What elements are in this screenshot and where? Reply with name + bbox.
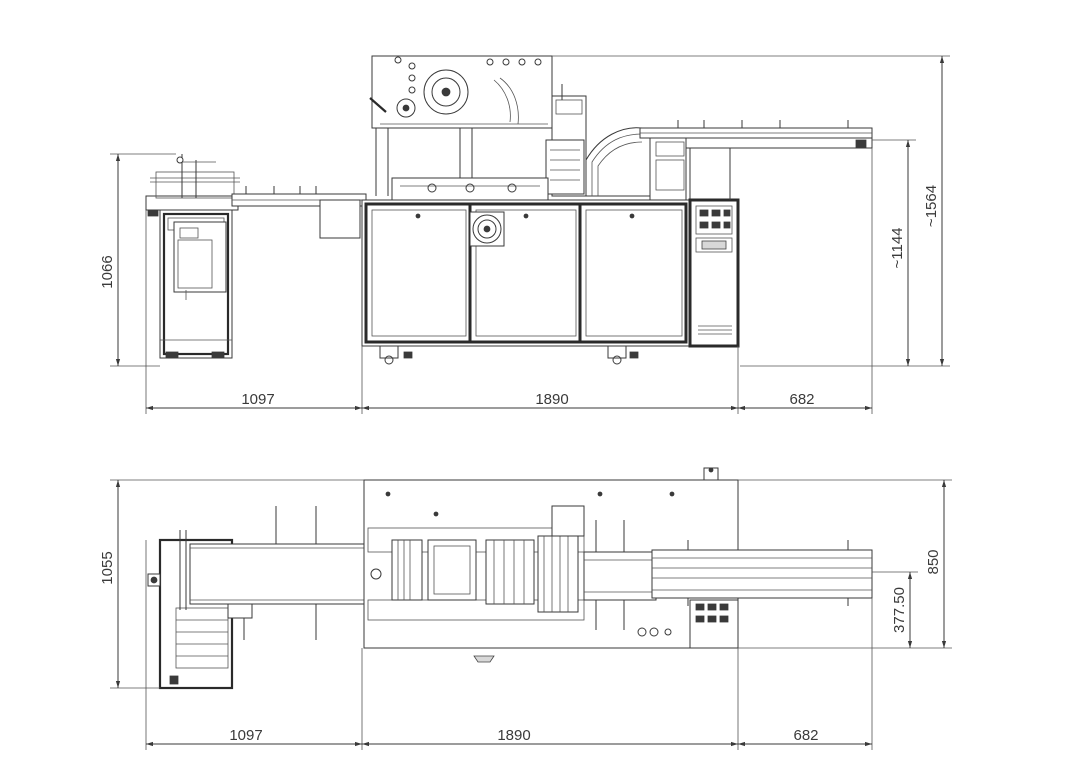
front-view: 1066 ~1144 ~1564 1097 1890 682: [99, 55, 950, 414]
shrink-tunnel: [585, 127, 691, 201]
dim-top-widths: 1097 1890 682: [145, 540, 873, 750]
dim-label-depth-total: 850: [925, 549, 942, 574]
top-conveyor: [189, 506, 365, 640]
dim-top-offset: 377.50: [872, 571, 918, 648]
control-cabinet: [685, 148, 740, 348]
dim-label-depth-left: 1055: [99, 551, 116, 584]
dim-front-widths: 1097 1890 682: [145, 148, 873, 414]
dim-label-width-left: 1097: [241, 391, 274, 408]
dim-front-height-left: 1066: [99, 153, 176, 367]
top-view: 1055 850 377.50 1097 1890 682: [99, 467, 952, 750]
film-unwind-frame: [369, 55, 553, 196]
folding-section: [391, 84, 587, 201]
dim-label-top-width-right: 682: [793, 727, 818, 744]
main-body: [361, 199, 691, 365]
dim-top-depth-total: 850: [738, 479, 952, 649]
top-control-cabinet: [689, 467, 739, 649]
dim-label-height-total: ~1564: [923, 185, 940, 227]
infeed-module: [145, 154, 240, 359]
dim-label-top-width-left: 1097: [229, 727, 262, 744]
dim-label-height-left: 1066: [99, 255, 116, 288]
dim-label-width-center: 1890: [535, 391, 568, 408]
dim-label-offset: 377.50: [891, 587, 908, 633]
dim-label-height-mid: ~1144: [889, 227, 906, 268]
dim-front-height-total: ~1564: [552, 55, 950, 367]
dim-front-height-mid: ~1144: [740, 139, 916, 367]
dim-top-depth-left: 1055: [99, 479, 364, 689]
infeed-conveyor: [231, 186, 367, 239]
top-tunnel: [583, 520, 657, 630]
outfeed-conveyor: [639, 120, 873, 149]
dim-label-top-width-center: 1890: [497, 727, 530, 744]
top-outfeed: [651, 540, 873, 606]
dim-label-width-right: 682: [789, 391, 814, 408]
